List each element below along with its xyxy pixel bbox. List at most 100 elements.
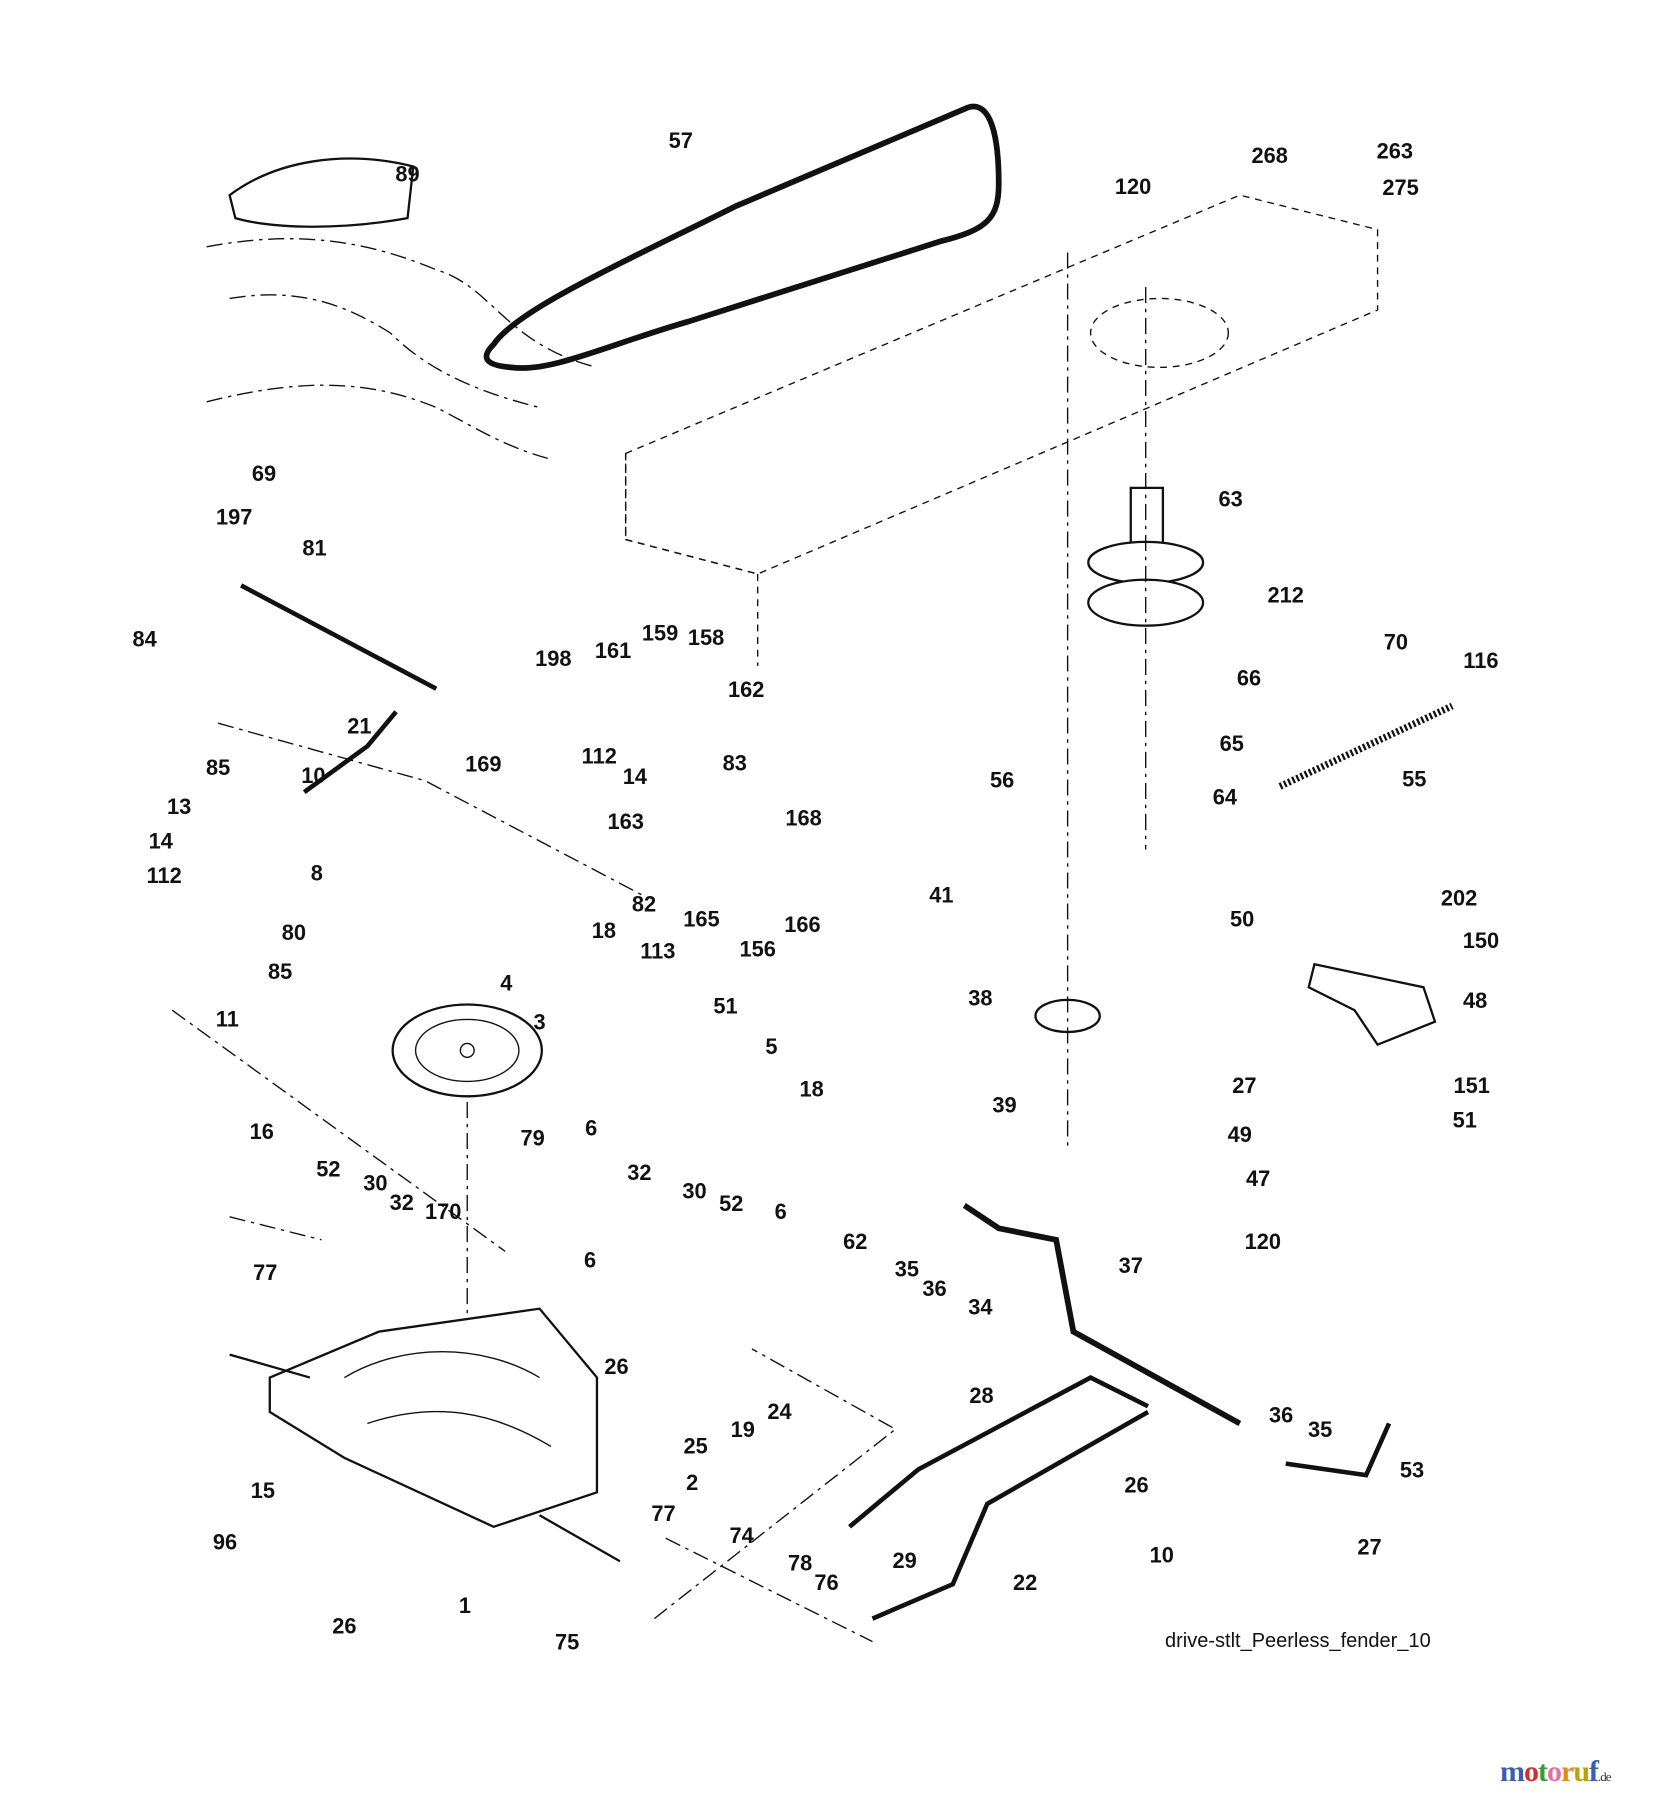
part-number-label: 35 [895, 1257, 919, 1282]
idler-pulley-assembly [1034, 252, 1205, 1148]
part-number-label: 82 [632, 891, 656, 916]
part-number-label: 30 [363, 1170, 387, 1195]
part-number-label: 35 [1308, 1417, 1332, 1442]
part-number-label: 52 [316, 1157, 340, 1182]
part-number-label: 39 [992, 1092, 1016, 1117]
part-number-label: 50 [1230, 906, 1254, 931]
part-number-label: 32 [390, 1190, 414, 1215]
part-number-label: 169 [465, 751, 501, 776]
part-number-label: 10 [1150, 1542, 1174, 1567]
watermark-letter: o [1547, 1755, 1562, 1788]
watermark-letter: r [1561, 1755, 1574, 1788]
watermark-letter: m [1500, 1755, 1525, 1788]
part-number-label: 56 [990, 768, 1014, 793]
watermark-suffix: .de [1598, 1769, 1611, 1784]
part-number-label: 85 [206, 755, 230, 780]
part-number-label: 15 [251, 1478, 275, 1503]
part-number-label: 18 [800, 1076, 824, 1101]
part-number-label: 21 [347, 714, 371, 739]
part-number-label: 49 [1228, 1122, 1252, 1147]
part-number-label: 64 [1213, 785, 1237, 810]
part-number-label: 29 [892, 1548, 916, 1573]
part-number-label: 165 [683, 906, 719, 931]
part-number-label: 62 [843, 1229, 867, 1254]
part-number-label: 151 [1454, 1073, 1490, 1098]
spring [1278, 702, 1454, 790]
part-number-label: 51 [713, 994, 737, 1019]
part-number-label: 38 [968, 986, 992, 1011]
part-number-label: 41 [929, 882, 953, 907]
watermark-letter: u [1573, 1755, 1590, 1788]
part-number-label: 14 [623, 764, 647, 789]
part-number-label: 27 [1232, 1073, 1256, 1098]
part-number-label: 26 [332, 1614, 356, 1639]
part-number-label: 57 [669, 128, 693, 153]
part-number-label: 79 [521, 1126, 545, 1151]
part-number-label: 198 [535, 646, 571, 671]
part-number-label: 120 [1115, 174, 1151, 199]
part-number-label: 75 [555, 1630, 579, 1655]
part-number-label: 84 [133, 626, 157, 651]
part-number-label: 212 [1268, 583, 1304, 608]
part-number-label: 159 [642, 621, 678, 646]
part-number-label: 263 [1377, 138, 1413, 163]
part-number-label: 78 [788, 1550, 812, 1575]
part-number-label: 37 [1119, 1253, 1143, 1278]
part-number-label: 36 [922, 1276, 946, 1301]
part-number-label: 66 [1237, 665, 1261, 690]
part-number-label: 34 [968, 1294, 992, 1319]
part-number-label: 77 [253, 1260, 277, 1285]
part-number-label: 1 [459, 1593, 471, 1618]
part-number-label: 65 [1220, 731, 1244, 756]
fender-outline [206, 157, 598, 460]
part-number-label: 170 [425, 1199, 461, 1224]
part-number-label: 158 [688, 625, 724, 650]
part-number-label: 150 [1463, 928, 1499, 953]
part-number-label: 26 [604, 1354, 628, 1379]
diagram-caption: drive-stlt_Peerless_fender_10 [1165, 1630, 1431, 1652]
part-number-label: 36 [1269, 1402, 1293, 1427]
chassis-frame [624, 194, 1379, 666]
part-number-label: 13 [167, 794, 191, 819]
part-number-label: 6 [584, 1247, 596, 1272]
part-number-label: 14 [149, 828, 173, 853]
part-number-label: 26 [1124, 1472, 1148, 1497]
part-number-label: 25 [684, 1433, 708, 1458]
part-number-label: 3 [534, 1010, 546, 1035]
part-number-label: 63 [1219, 486, 1243, 511]
part-number-label: 6 [585, 1115, 597, 1140]
part-number-label: 120 [1245, 1229, 1281, 1254]
part-number-label: 83 [723, 750, 747, 775]
part-number-label: 4 [500, 971, 512, 996]
watermark-text: motoruf [1500, 1755, 1599, 1788]
part-number-label: 19 [731, 1417, 755, 1442]
part-number-label: 161 [595, 638, 631, 663]
part-number-label: 168 [785, 805, 821, 830]
part-number-label: 85 [268, 959, 292, 984]
leader-lines [171, 722, 897, 1643]
part-number-label: 5 [765, 1034, 777, 1059]
part-number-label: 48 [1463, 988, 1487, 1013]
part-number-label: 112 [582, 743, 617, 768]
part-number-label: 51 [1453, 1107, 1477, 1132]
part-number-label: 18 [592, 918, 616, 943]
watermark-letter: o [1524, 1755, 1539, 1788]
part-number-label: 11 [216, 1006, 239, 1031]
watermark-letter: f [1589, 1755, 1599, 1788]
transaxle-pulley [391, 1003, 544, 1332]
part-number-label: 2 [686, 1470, 698, 1495]
part-number-label: 70 [1384, 630, 1408, 655]
part-number-label: 113 [640, 939, 675, 964]
part-number-label: 6 [775, 1199, 787, 1224]
part-number-label: 268 [1251, 143, 1287, 168]
part-number-label: 116 [1463, 648, 1498, 673]
part-number-label: 27 [1357, 1534, 1381, 1559]
part-number-label: 53 [1400, 1457, 1424, 1482]
part-number-label: 22 [1013, 1570, 1037, 1595]
part-number-label: 69 [252, 461, 276, 486]
part-number-label: 32 [627, 1160, 651, 1185]
part-number-label: 55 [1402, 766, 1426, 791]
part-number-label: 112 [147, 863, 182, 888]
